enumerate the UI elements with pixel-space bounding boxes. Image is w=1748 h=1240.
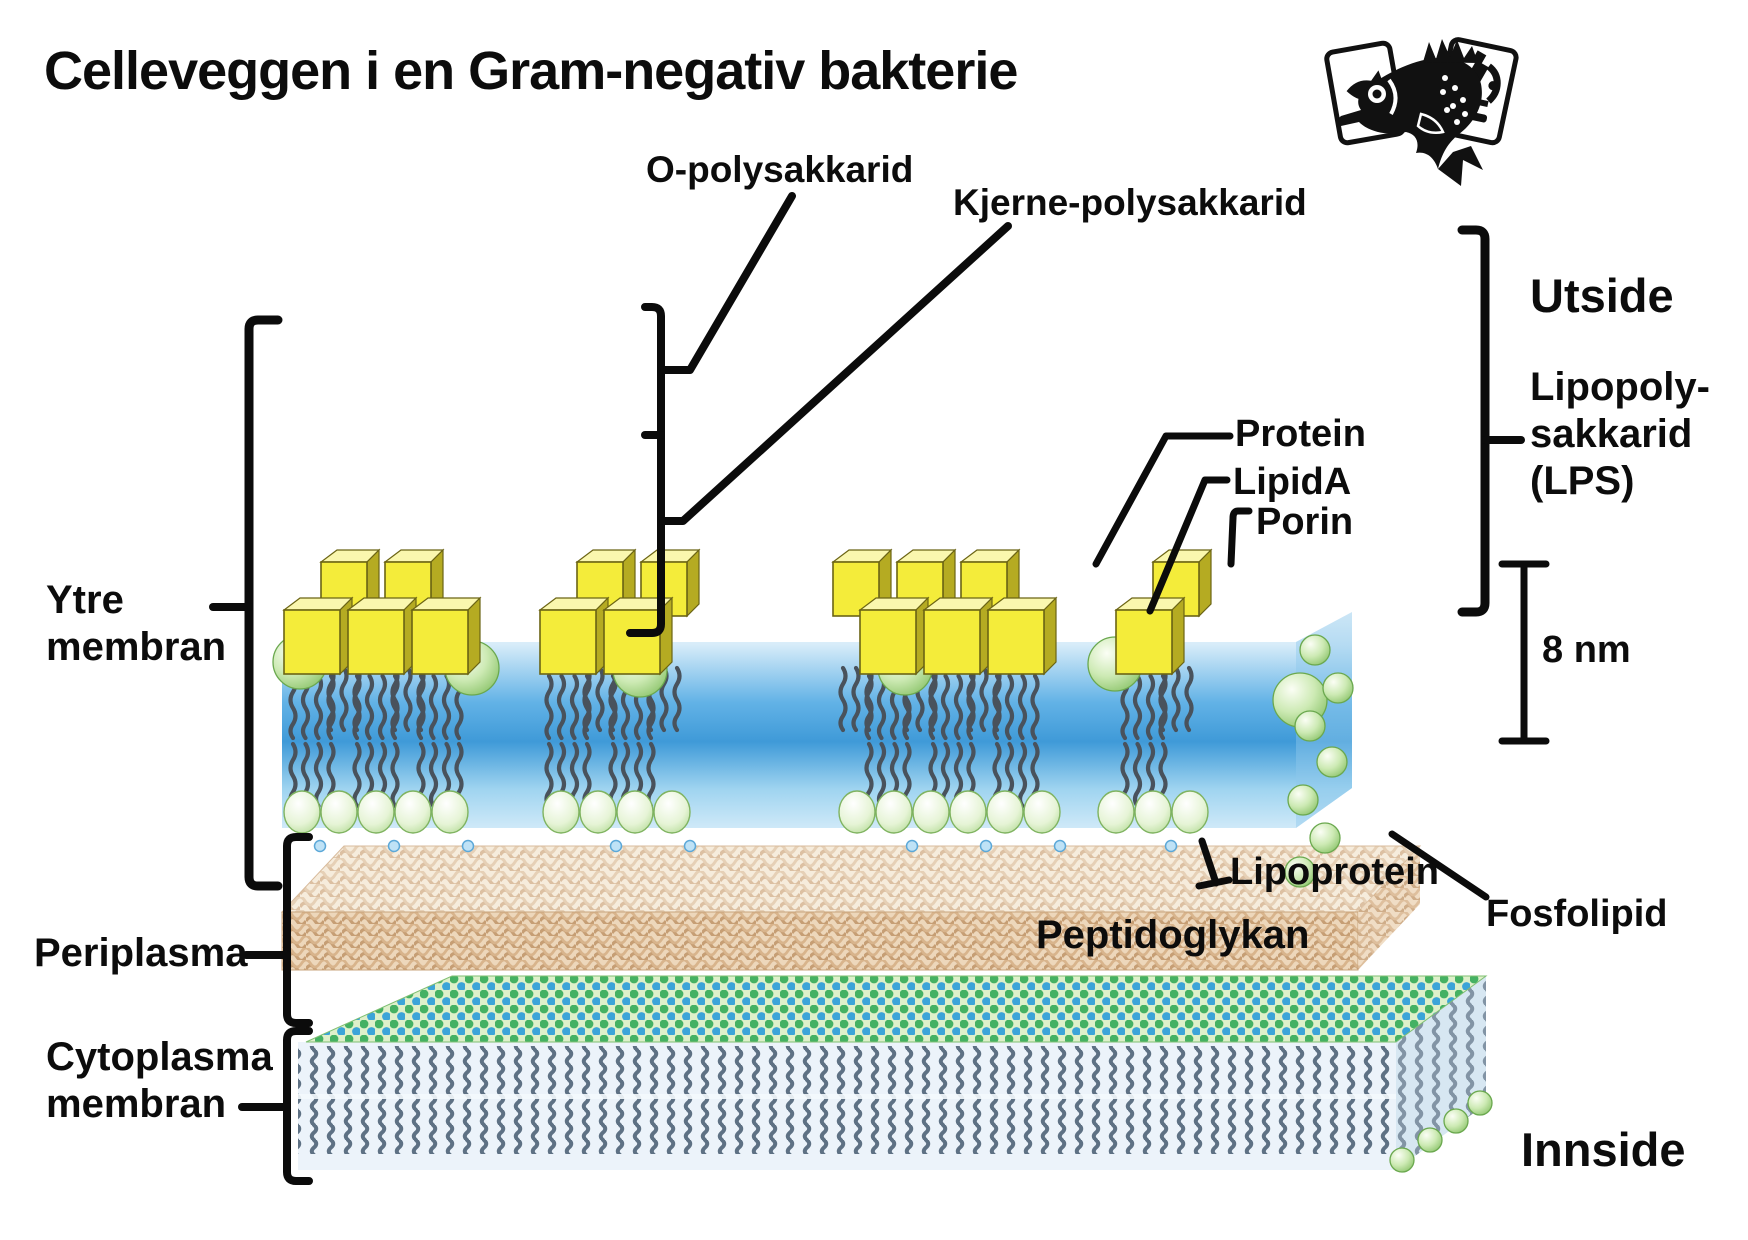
polysaccharide-bracket <box>626 303 665 637</box>
fish-logo <box>1324 37 1519 186</box>
outer-membrane-bracket <box>244 315 283 891</box>
phospholipid-leader <box>1388 830 1490 901</box>
label-scale-8nm: 8 nm <box>1542 629 1631 671</box>
label-outside: Utside <box>1530 269 1674 322</box>
o-polysaccharide-leader <box>660 192 796 374</box>
cytoplasmic-membrane <box>298 975 1493 1173</box>
om-phospholipid-heads-bottom <box>283 790 1209 853</box>
lipid-a-cubes-front <box>282 596 1186 676</box>
label-inside: Innside <box>1521 1123 1686 1176</box>
label-lps-line1: Lipopoly- <box>1530 365 1710 409</box>
lps-bracket <box>1457 225 1490 617</box>
label-outer-membrane: Ytre membran <box>46 578 227 670</box>
label-peptidoglycan: Peptidoglykan <box>1036 913 1310 957</box>
peptidoglycan-layer <box>280 845 1422 971</box>
label-cytoplasmic-membrane: Cytoplasma membran <box>46 1035 273 1127</box>
periplasm-bracket <box>283 833 313 1027</box>
lipoprotein-leader <box>1195 837 1233 890</box>
label-lps-line2: sakkarid <box>1530 412 1693 457</box>
label-o-polysaccharide: O-polysakkarid <box>646 149 914 190</box>
label-lipoprotein: Lipoprotein <box>1230 851 1439 893</box>
scale-bar-8nm <box>1498 560 1550 745</box>
label-phospholipid: Fosfolipid <box>1486 893 1668 935</box>
om-lipid-tails <box>288 665 1194 809</box>
annotation-lines <box>209 192 1550 1185</box>
label-protein: Protein <box>1235 413 1366 455</box>
page-title: Celleveggen i en Gram-negativ bakterie <box>44 41 1018 101</box>
label-lps: Lipopoly- sakkarid (LPS) <box>1530 364 1710 506</box>
label-porin: Porin <box>1256 501 1354 543</box>
protein-leader <box>1092 432 1234 568</box>
core-polysaccharide-leader <box>659 222 1012 525</box>
label-lipid-a: LipidA <box>1233 461 1352 503</box>
porin-leader <box>1227 507 1253 568</box>
om-right-edge <box>1284 634 1354 888</box>
label-core-polysaccharide: Kjerne-polysakkarid <box>953 182 1307 223</box>
label-periplasm: Periplasma <box>34 931 248 975</box>
label-lps-line3: (LPS) <box>1530 459 1635 504</box>
lipid-a-leader <box>1146 476 1231 615</box>
